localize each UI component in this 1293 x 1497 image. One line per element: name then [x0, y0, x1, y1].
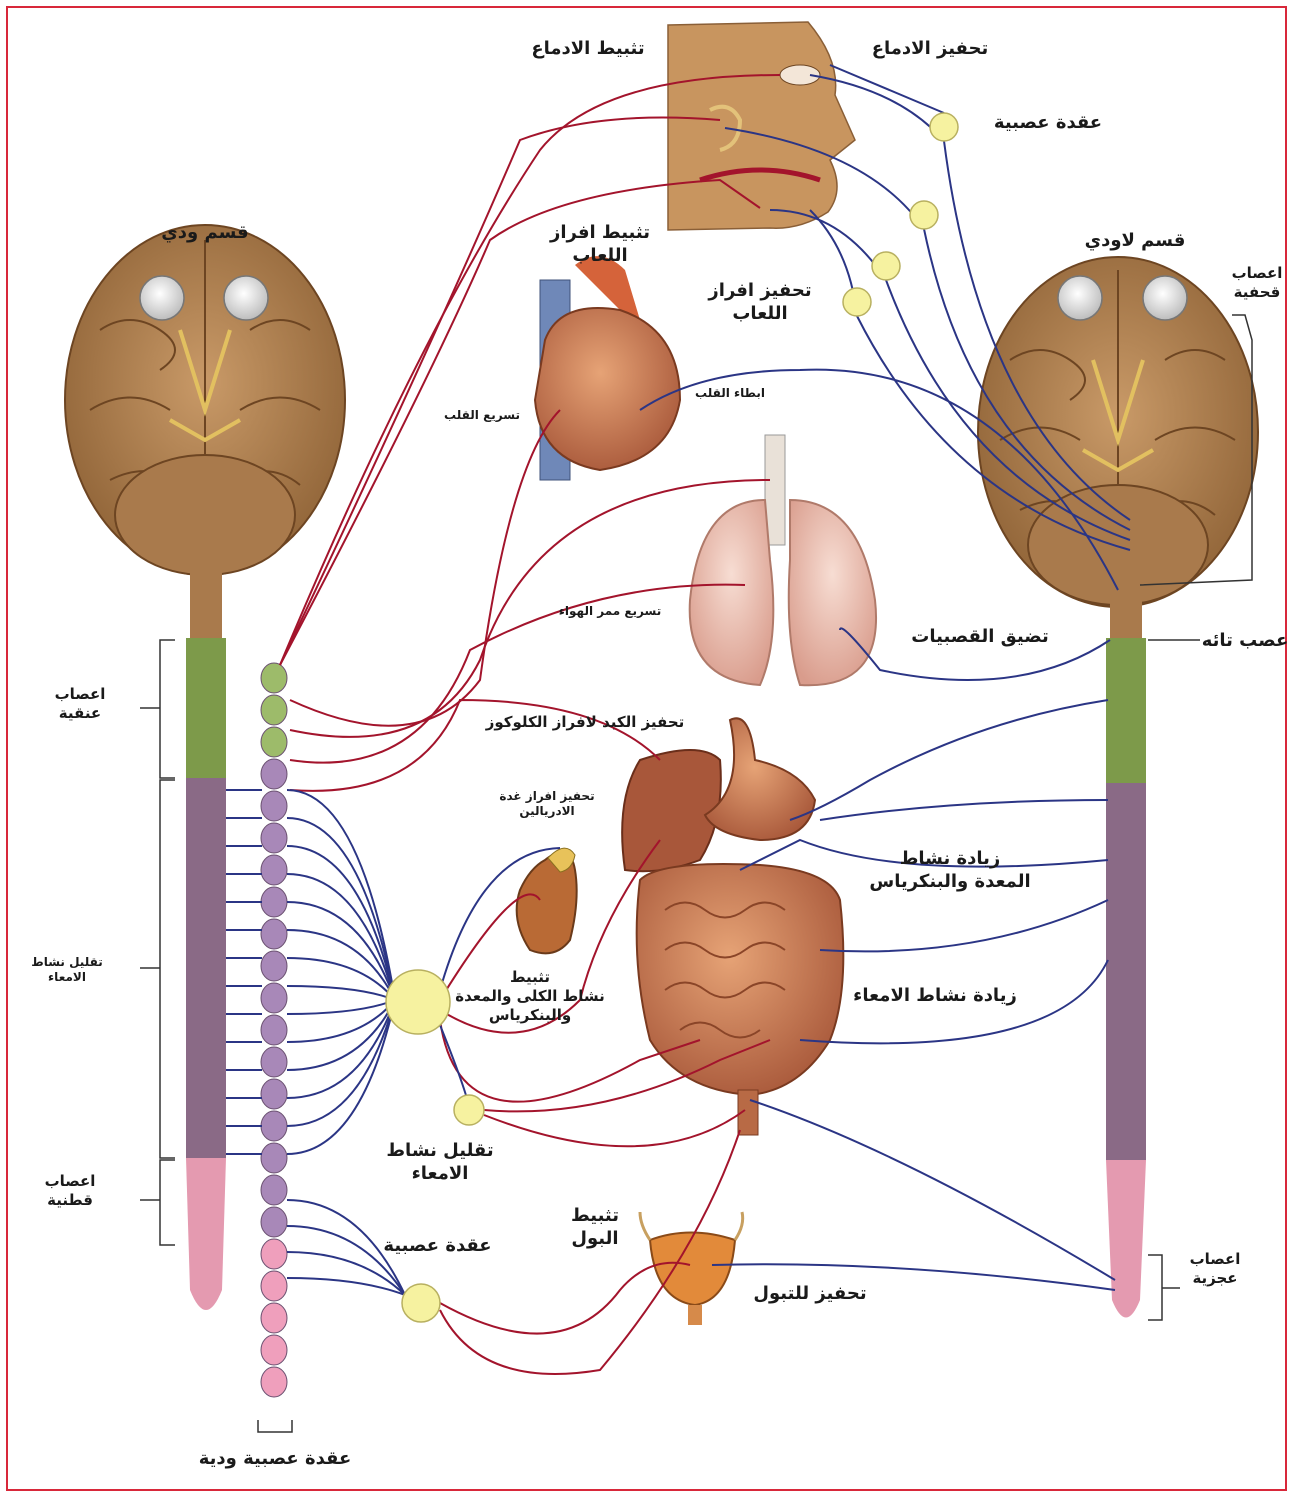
heart-illustration [535, 256, 680, 480]
kidney-adrenal-illustration [517, 848, 577, 953]
chain-ganglion [261, 1207, 287, 1237]
chain-ganglion [261, 759, 287, 789]
stimulate-urination-label: تحفيز للتبول [745, 1283, 875, 1306]
splanchnic-nerve [287, 1000, 395, 1154]
chain-ganglion [261, 1047, 287, 1077]
chain-ganglion [261, 695, 287, 725]
ganglion [930, 113, 958, 141]
chain-ganglion [261, 983, 287, 1013]
sympathetic-chain-ganglia [261, 663, 287, 1397]
chain-ganglion [261, 791, 287, 821]
cervical-nerves-label: اعصاب عنقية [40, 685, 120, 723]
face-illustration [668, 22, 855, 230]
chain-ganglion [261, 1143, 287, 1173]
lumbar-nerves-label: اعصاب قطنية [30, 1172, 110, 1210]
chain-ganglion [261, 1335, 287, 1365]
chain-ganglion [261, 919, 287, 949]
heart-slowing-label: ابطاء القلب [685, 386, 775, 401]
chain-ganglion [261, 1271, 287, 1301]
lungs-illustration [690, 435, 876, 685]
right-spinal-cord [1106, 590, 1146, 1318]
chain-ganglion [261, 1367, 287, 1397]
kidney-inhibit-label: تثبيط نشاط الكلى والمعدة والبنكرياس [455, 968, 605, 1024]
splanchnic-nerve [287, 1000, 395, 1014]
chain-ganglion [261, 951, 287, 981]
inhibit-urination-label: تثبيط البول [555, 1205, 635, 1250]
splanchnic-nerve [287, 874, 395, 1000]
intestine-increase-label: زيادة نشاط الامعاء [845, 985, 1025, 1008]
intestine-reduce-left-label: تقليل نشاط الامعاء [22, 955, 112, 985]
ganglion [402, 1284, 440, 1322]
left-spinal-cord [186, 560, 226, 1310]
airway-widening-label: تسريع ممر الهواء [545, 604, 675, 619]
chain-ganglion [261, 727, 287, 757]
stomach-pancreas-increase-label: زيادة نشاط المعدة والبنكرياس [860, 848, 1040, 893]
left-eye-icon [140, 276, 184, 320]
vagus-branch [820, 900, 1108, 951]
bronchi-constriction-label: تضيق القصبيات [905, 626, 1055, 649]
splanchnic-nerve [287, 1000, 395, 1126]
adrenal-label: تحفيز افراز غدة الادريالين [482, 789, 612, 819]
pelvic-nerve [750, 1100, 1115, 1280]
sympathetic-nerve [440, 1263, 690, 1334]
intestine-reduce-label: تقليل نشاط الامعاء [355, 1140, 525, 1185]
bladder-illustration [640, 1212, 743, 1325]
ganglion [910, 201, 938, 229]
inhibit-saliva-label: تثبيط افراز اللعاب [520, 222, 680, 267]
stimulate-saliva-label: تحفيز افراز اللعاب [680, 280, 840, 325]
parasympathetic-ganglia [843, 113, 958, 316]
chain-ganglion [261, 823, 287, 853]
vagus-branch [820, 800, 1108, 820]
celiac-ganglion [386, 970, 450, 1034]
chain-ganglion [261, 1079, 287, 1109]
chain-ganglion [261, 887, 287, 917]
right-eye-icon [1143, 276, 1187, 320]
chain-ganglion [261, 1175, 287, 1205]
ganglion [872, 252, 900, 280]
chain-ganglion [261, 855, 287, 885]
sacral-nerves-label: اعصاب عجزية [1175, 1250, 1255, 1288]
chain-ganglion [261, 1111, 287, 1141]
right-brain [978, 257, 1258, 607]
vagus-branch [790, 700, 1108, 820]
left-brain [65, 225, 345, 575]
heart-acceleration-label: تسريع القلب [432, 408, 532, 423]
vagus-nerve-label: عصب تائه [1195, 630, 1293, 653]
sympathetic-division-label: قسم ودي [150, 222, 260, 245]
ganglion [843, 288, 871, 316]
chain-ganglion [261, 1015, 287, 1045]
parasympathetic-nerve [830, 65, 944, 113]
stimulate-tears-label: تحفيز الادماع [860, 38, 1000, 61]
parasympathetic-division-label: قسم لاودي [1065, 230, 1205, 253]
ganglion-bottom-label: عقدة عصبية [375, 1235, 500, 1258]
chain-ganglia-label: عقدة عصبية ودية [190, 1448, 360, 1471]
chain-ganglion [261, 1303, 287, 1333]
ganglion [454, 1095, 484, 1125]
chain-ganglion [261, 1239, 287, 1269]
liver-glucose-label: تحفيز الكبد لافراز الكلوكوز [485, 713, 685, 732]
splanchnic-nerve [287, 986, 395, 1000]
left-eye-icon [1058, 276, 1102, 320]
liver-stomach-illustration [622, 718, 815, 871]
ganglion-top-label: عقدة عصبية [988, 112, 1108, 135]
inhibit-tears-label: تثبيط الادماع [518, 38, 658, 61]
cranial-nerves-label: اعصاب قحفية [1222, 264, 1292, 302]
right-eye-icon [224, 276, 268, 320]
intestines-illustration [637, 864, 844, 1135]
chain-ganglion [261, 663, 287, 693]
